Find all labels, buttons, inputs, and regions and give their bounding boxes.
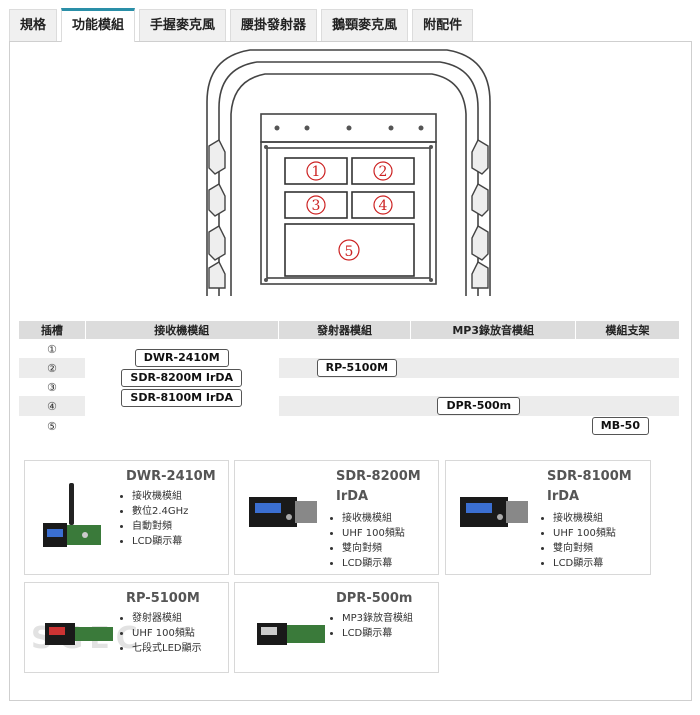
- bracket-model-badge: MB-50: [591, 417, 649, 435]
- card-title: SDR-8100M IrDA: [547, 469, 632, 504]
- feature-item: 自動對頻: [132, 519, 188, 534]
- feature-item: 雙向對頻: [342, 541, 405, 556]
- column-header-bracket: 模組支架: [575, 320, 680, 340]
- card-title: DWR-2410M: [126, 469, 216, 484]
- feature-item: UHF 100頻點: [342, 526, 405, 541]
- feature-item: 七段式LED顯示: [132, 641, 202, 656]
- feature-item: 數位2.4GHz: [132, 504, 188, 519]
- slot-number: ⑤: [18, 416, 86, 436]
- slot-number: ④: [18, 396, 86, 416]
- feature-list: 發射器模組 UHF 100頻點 七段式LED顯示: [118, 611, 202, 656]
- feature-item: LCD顯示幕: [342, 556, 405, 571]
- tab-bar: 規格 功能模組 手握麥克風 腰掛發射器 鵝頸麥克風 附配件: [9, 8, 477, 42]
- tab-bodypack-transmitter[interactable]: 腰掛發射器: [230, 9, 318, 41]
- slot-number: ②: [18, 358, 86, 378]
- column-header-receiver: 接收機模組: [84, 320, 279, 340]
- feature-item: UHF 100頻點: [132, 626, 202, 641]
- feature-item: 接收機模組: [342, 511, 405, 526]
- tab-accessories[interactable]: 附配件: [412, 9, 474, 41]
- feature-item: 接收機模組: [132, 489, 188, 504]
- sdr-8200m-module-image: [249, 497, 317, 527]
- feature-item: LCD顯示幕: [553, 556, 616, 571]
- receiver-model-badge: SDR-8100M IrDA: [121, 389, 243, 407]
- feature-list: 接收機模組 數位2.4GHz 自動對頻 LCD顯示幕: [118, 489, 188, 549]
- rp-5100m-module-image: [45, 623, 113, 645]
- receiver-models-cell: DWR-2410M SDR-8200M IrDA SDR-8100M IrDA: [84, 339, 279, 416]
- feature-item: MP3錄放音模組: [342, 611, 413, 626]
- diagram-slot-1-label: 1: [312, 164, 321, 180]
- feature-list: 接收機模組 UHF 100頻點 雙向對頻 LCD顯示幕: [539, 511, 616, 571]
- slot-number: ③: [18, 378, 86, 396]
- feature-item: LCD顯示幕: [342, 626, 413, 641]
- mp3-model-badge: DPR-500m: [437, 397, 521, 415]
- speaker-module-diagram: 1 2 3 4 5: [206, 49, 491, 296]
- column-header-mp3: MP3錄放音模組: [410, 320, 577, 340]
- receiver-model-badge: DWR-2410M: [134, 349, 229, 367]
- tab-specs[interactable]: 規格: [9, 9, 58, 41]
- module-card-sdr-8100m[interactable]: SDR-8100M IrDA 接收機模組 UHF 100頻點 雙向對頻 LCD顯…: [445, 460, 651, 575]
- module-card-rp-5100m[interactable]: SGEC RP-5100M 發射器模組 UHF 100頻點 七段式LED顯示: [24, 582, 229, 673]
- module-card-dwr-2410m[interactable]: DWR-2410M 接收機模組 數位2.4GHz 自動對頻 LCD顯示幕: [24, 460, 229, 575]
- table-row: ① DWR-2410M SDR-8200M IrDA SDR-8100M IrD…: [18, 339, 680, 416]
- feature-item: 接收機模組: [553, 511, 616, 526]
- receiver-model-badge: SDR-8200M IrDA: [121, 369, 243, 387]
- diagram-slot-2-label: 2: [379, 164, 388, 180]
- module-compatibility-table: 插槽 接收機模組 發射器模組 MP3錄放音模組 模組支架 ① DWR-2410M…: [18, 320, 681, 436]
- diagram-slot-3-label: 3: [312, 198, 321, 214]
- tab-handheld-mic[interactable]: 手握麥克風: [139, 9, 227, 41]
- feature-list: 接收機模組 UHF 100頻點 雙向對頻 LCD顯示幕: [328, 511, 405, 571]
- column-header-transmitter: 發射器模組: [277, 320, 412, 340]
- column-header-slot: 插槽: [18, 320, 86, 340]
- feature-list: MP3錄放音模組 LCD顯示幕: [328, 611, 413, 641]
- tab-function-modules[interactable]: 功能模組: [61, 8, 136, 42]
- table-row: ④ DPR-500m: [18, 396, 681, 416]
- slot-number: ①: [18, 339, 86, 358]
- card-title: RP-5100M: [126, 591, 200, 606]
- dwr-2410m-module-image: [43, 483, 101, 547]
- module-card-sdr-8200m[interactable]: SDR-8200M IrDA 接收機模組 UHF 100頻點 雙向對頻 LCD顯…: [234, 460, 439, 575]
- card-title: DPR-500m: [336, 591, 413, 606]
- table-row: ③: [18, 378, 680, 396]
- feature-item: LCD顯示幕: [132, 534, 188, 549]
- feature-item: UHF 100頻點: [553, 526, 616, 541]
- feature-item: 雙向對頻: [553, 541, 616, 556]
- sdr-8100m-module-image: [460, 497, 528, 527]
- table-row: ② RP-5100M: [18, 358, 681, 378]
- table-row: ⑤ MB-50: [18, 416, 680, 436]
- module-card-dpr-500m[interactable]: DPR-500m MP3錄放音模組 LCD顯示幕: [234, 582, 439, 673]
- dpr-500m-module-image: [257, 623, 325, 645]
- feature-item: 發射器模組: [132, 611, 202, 626]
- tab-gooseneck-mic[interactable]: 鵝頸麥克風: [321, 9, 409, 41]
- card-title: SDR-8200M IrDA: [336, 469, 421, 504]
- transmitter-model-badge: RP-5100M: [316, 359, 398, 377]
- diagram-slot-4-label: 4: [379, 198, 388, 214]
- diagram-slot-5-label: 5: [345, 244, 354, 260]
